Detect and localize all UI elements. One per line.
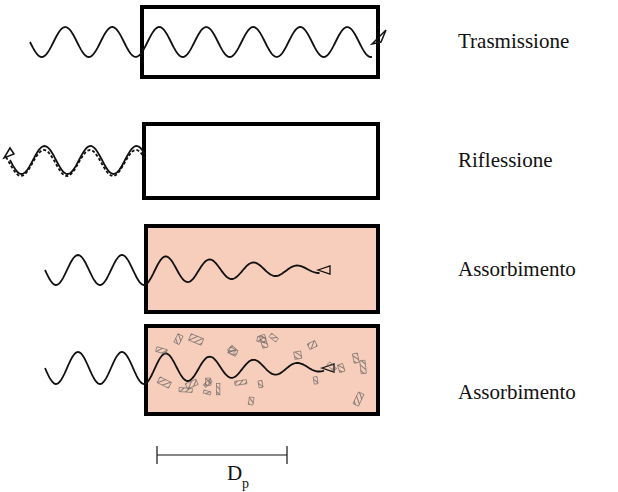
absorbing-box (146, 226, 378, 312)
absorbed-wave (45, 352, 324, 384)
scatter-particle (353, 392, 364, 406)
scatter-particle (189, 334, 204, 345)
transmitted-wave (30, 27, 372, 57)
dimension-subscript: p (242, 476, 249, 491)
process-label: Assorbimento (458, 381, 576, 404)
scatter-particle (269, 333, 278, 342)
scatter-particle (257, 336, 266, 343)
scatter-particle (337, 363, 345, 372)
scatter-particle (352, 353, 359, 363)
scatterers (156, 333, 367, 406)
wave-tip (372, 30, 386, 44)
scatter-particle (294, 351, 302, 359)
scatter-particle (258, 380, 263, 387)
wave-tip (4, 148, 14, 158)
dimension-line (157, 446, 287, 464)
incident-wave (10, 146, 145, 174)
process-label: Riflessione (458, 149, 553, 172)
scatter-particle (174, 334, 183, 345)
scatter-particle (203, 379, 212, 387)
scatter-particle (313, 377, 318, 385)
scatter-particle (203, 390, 211, 395)
process-label: Trasmissione (458, 30, 569, 53)
scatter-particle (179, 387, 192, 392)
scatter-particle (217, 384, 220, 395)
scatter-particle (185, 379, 198, 389)
scatter-particle (360, 360, 367, 373)
dimension-label: D (227, 462, 242, 485)
reflected-wave (6, 150, 146, 176)
scatter-particle (248, 397, 254, 405)
wave-tip (318, 266, 330, 274)
scatter-particle (327, 362, 337, 371)
scatter-particle (228, 347, 238, 356)
absorbing-box (146, 326, 378, 414)
material-box (142, 7, 378, 77)
process-label: Assorbimento (458, 258, 576, 281)
absorbed-wave (45, 255, 320, 285)
scatter-particle (156, 347, 168, 355)
material-box (144, 124, 378, 198)
scatter-particle (157, 377, 171, 388)
scatter-particle (235, 380, 247, 386)
scatter-particle (307, 341, 317, 350)
